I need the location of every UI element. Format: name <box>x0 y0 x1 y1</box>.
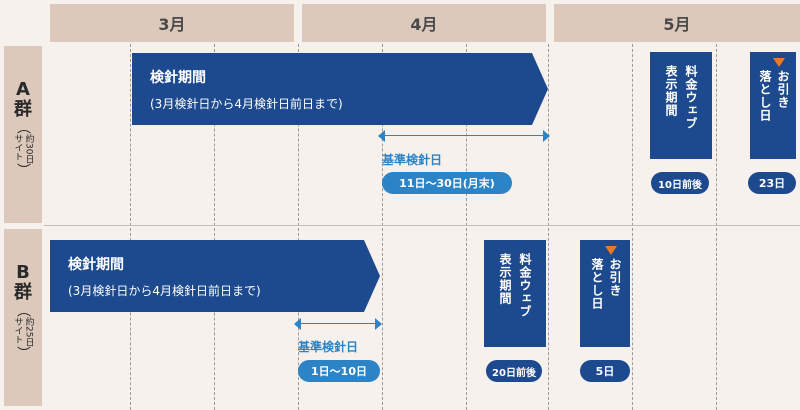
group-a-debit-box: お引き 落とし日 <box>750 52 796 159</box>
grid-line <box>716 44 717 410</box>
group-a-web-col2: 表示期間 <box>664 65 678 117</box>
group-b-web-timing: 20日前後 <box>486 360 542 382</box>
group-a-period-title: 検針期間 <box>150 70 206 86</box>
group-a-debit-col1: お引き <box>776 70 790 109</box>
group-b-kijun-arrow <box>294 317 382 331</box>
group-b-paren-open: （ <box>15 303 31 317</box>
marker-triangle-icon <box>773 58 785 67</box>
group-b-web-col1: 料金ウェブ <box>518 253 532 318</box>
group-a-paren-open: （ <box>15 120 31 134</box>
group-b-period-title: 検針期間 <box>68 257 124 273</box>
grid-line <box>466 44 467 410</box>
group-b-kijun-range: 1日～10日 <box>298 360 380 382</box>
group-a-web-col1: 料金ウェブ <box>684 65 698 130</box>
group-a-cycle: 約30日 サイト <box>13 134 34 163</box>
group-b-web-display-box: 料金ウェブ 表示期間 <box>484 240 546 347</box>
group-a-label: A 群 （ 約30日 サイト ） <box>4 46 42 223</box>
group-b-cycle-days: 約25日 <box>23 317 34 347</box>
grid-line <box>130 44 131 410</box>
group-a-web-timing: 10日前後 <box>651 172 709 194</box>
group-b-period-arrow-tip <box>364 240 380 312</box>
group-a-kijun-label: 基準検針日 <box>382 153 443 167</box>
group-a-cycle-days: 約30日 <box>23 134 34 164</box>
group-b-label: B 群 （ 約25日 サイト ） <box>4 229 42 406</box>
group-b-period-sub: (3月検針日から4月検針日前日まで) <box>68 284 261 298</box>
grid-line <box>214 44 215 410</box>
arrow-left-icon <box>294 318 301 330</box>
group-b-debit-col1: お引き <box>608 258 622 297</box>
group-b-letter: B <box>16 262 30 283</box>
group-b-period-banner: 検針期間 (3月検針日から4月検針日前日まで) <box>50 240 364 312</box>
group-a-debit-day: 23日 <box>748 172 796 194</box>
arrow-right-icon <box>543 130 550 142</box>
group-a-kijun-arrow <box>378 129 550 143</box>
grid-line <box>548 44 549 410</box>
group-a-period-arrow-tip <box>532 53 548 125</box>
group-a-debit-col2: 落とし日 <box>758 70 772 122</box>
group-separator <box>44 225 800 226</box>
group-b-cycle: 約25日 サイト <box>13 317 34 346</box>
group-b-kanji: 群 <box>14 282 32 303</box>
arrow-right-icon <box>375 318 382 330</box>
month-header-march: 3月 <box>50 4 294 42</box>
group-b-kijun-label: 基準検針日 <box>298 340 359 354</box>
group-a-letter: A <box>16 79 30 100</box>
grid-line <box>298 44 299 410</box>
grid-line <box>382 44 383 410</box>
month-header-may: 5月 <box>554 4 800 42</box>
group-b-paren-close: ） <box>15 346 31 361</box>
group-a-period-sub: (3月検針日から4月検針日前日まで) <box>150 97 343 111</box>
group-a-web-display-box: 料金ウェブ 表示期間 <box>650 52 712 159</box>
group-a-kanji: 群 <box>14 99 32 120</box>
group-a-cycle-site: サイト <box>12 134 23 161</box>
arrow-left-icon <box>378 130 385 142</box>
grid-line <box>632 44 633 410</box>
group-b-cycle-site: サイト <box>12 317 23 344</box>
group-b-debit-box: お引き 落とし日 <box>580 240 630 347</box>
group-b-web-col2: 表示期間 <box>498 253 512 305</box>
group-b-debit-col2: 落とし日 <box>590 258 604 310</box>
marker-triangle-icon <box>605 246 617 255</box>
group-b-debit-day: 5日 <box>580 360 630 382</box>
month-header-april: 4月 <box>302 4 546 42</box>
group-a-period-banner: 検針期間 (3月検針日から4月検針日前日まで) <box>132 53 532 125</box>
group-a-paren-close: ） <box>15 163 31 178</box>
group-a-kijun-range: 11日～30日(月末) <box>382 172 512 194</box>
